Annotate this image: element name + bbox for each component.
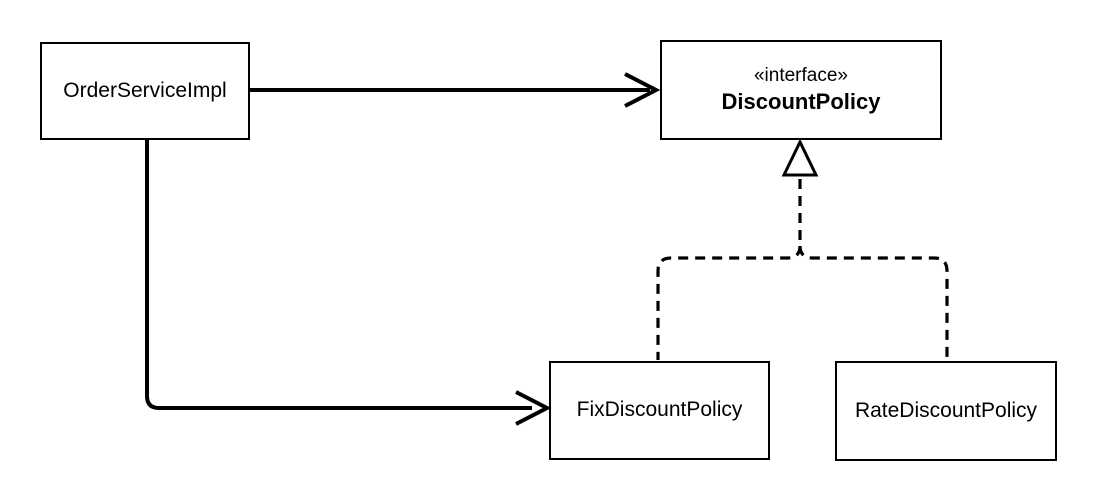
class-box-fixdiscountpolicy: FixDiscountPolicy (549, 361, 770, 460)
realization-dashed-line-ratediscountpolicy (798, 245, 949, 360)
interface-box-discountpolicy: «interface» DiscountPolicy (660, 40, 942, 140)
open-arrowhead-icon (515, 390, 552, 426)
dependency-arrow-orderservice-to-discountpolicy (250, 72, 661, 108)
realization-dashed-line-fixdiscountpolicy (656, 245, 802, 360)
interface-name-label: DiscountPolicy (721, 89, 881, 115)
class-name-label: FixDiscountPolicy (576, 398, 743, 422)
dependency-line (145, 140, 532, 410)
stereotype-label: «interface» (753, 65, 848, 87)
class-box-orderserviceimpl: OrderServiceImpl (40, 42, 250, 140)
realization-connector-to-discountpolicy (656, 138, 949, 360)
hollow-triangle-arrowhead-icon (781, 138, 819, 177)
class-name-label: OrderServiceImpl (63, 78, 227, 102)
class-name-label: RateDiscountPolicy (854, 398, 1038, 422)
dependency-arrow-orderservice-to-fixdiscountpolicy (145, 140, 552, 426)
open-arrowhead-icon (624, 72, 661, 108)
class-box-ratediscountpolicy: RateDiscountPolicy (835, 361, 1057, 461)
